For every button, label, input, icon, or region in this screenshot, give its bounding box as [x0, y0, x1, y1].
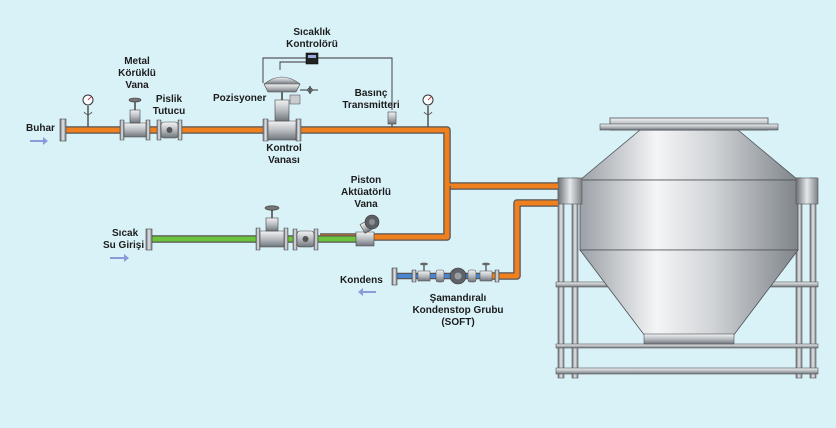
temp-controller-label-line1: Sıcaklık [293, 27, 331, 38]
flow-arrow-steam [30, 137, 48, 145]
piston-valve-label-line1: Piston [350, 175, 382, 186]
pressure-transmitter [387, 111, 397, 127]
condensate-label: Kondens [340, 275, 383, 286]
bellows-valve [119, 97, 151, 141]
thermometer-sensor [304, 86, 316, 94]
condensate-outlet-flange [391, 267, 398, 286]
temp-controller-label-line2: Kontrolörü [286, 39, 338, 50]
pressure-gauge-2 [422, 94, 434, 127]
temperature-controller [305, 52, 319, 65]
water-inlet-flange [145, 228, 153, 251]
pressure-tx-label-line2: Transmitteri [342, 100, 400, 111]
flow-arrow-water [110, 254, 129, 262]
positioner-label: Pozisyoner [213, 93, 267, 104]
steam-trap-group [411, 262, 500, 285]
control-valve-label-line1: Kontrol [266, 143, 302, 154]
bellows-valve-label-line2: Körüklü [118, 68, 156, 79]
hot-water-label-line1: Sıcak [112, 228, 139, 239]
strainer-label-line1: Pislik [155, 94, 183, 105]
strainer-label-line2: Tutucu [152, 106, 186, 117]
pressure-gauge-1 [82, 94, 94, 127]
hot-water-label-line2: Su Girişi [103, 240, 145, 251]
water-strainer [292, 228, 319, 251]
steam-inlet-flange [59, 118, 67, 142]
positioner-box [289, 94, 301, 105]
control-valve-label-line2: Vanası [268, 155, 300, 166]
steam-trap-label-line2: Kondenstop Grubu [412, 305, 504, 316]
steam-label: Buhar [26, 123, 55, 134]
steam-trap-label-line1: Şamandıralı [429, 293, 487, 304]
bellows-valve-label-line3: Vana [125, 80, 149, 91]
flow-arrow-condensate [358, 288, 376, 296]
strainer [156, 119, 183, 141]
piston-valve-label-line2: Aktüatörlü [341, 187, 391, 198]
water-valve [255, 205, 289, 251]
bellows-valve-label-line1: Metal [124, 56, 150, 67]
piston-valve-label-line3: Vana [354, 199, 378, 210]
control-valve [262, 76, 302, 142]
pressure-tx-label-line1: Basınç [354, 88, 388, 99]
mixing-tank [557, 117, 819, 345]
steam-trap-label-line3: (SOFT) [441, 317, 475, 328]
steam-pipe [64, 126, 558, 280]
piston-valve [355, 214, 380, 247]
